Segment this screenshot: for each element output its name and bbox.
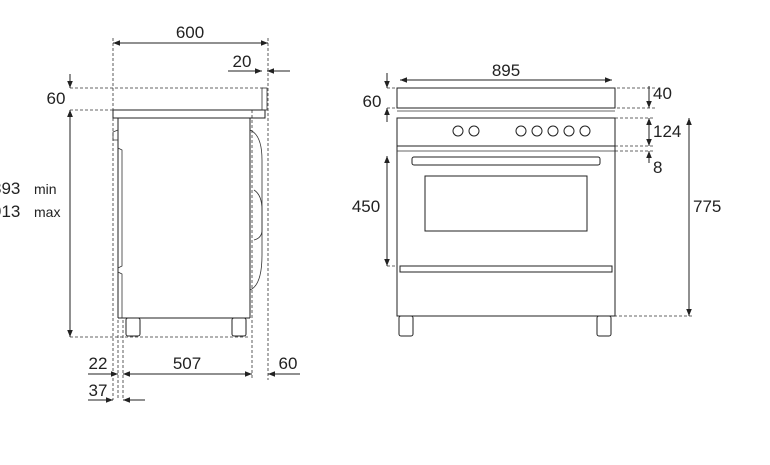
knob-icon xyxy=(452,125,464,137)
dim-front-total-height: 775 xyxy=(693,197,721,216)
svg-text:max: max xyxy=(34,204,60,220)
dim-side-depth: 507 xyxy=(173,354,201,373)
dim-side-rear-clearance: 60 xyxy=(279,354,298,373)
dim-side-width: 600 xyxy=(176,23,204,42)
oven-window xyxy=(424,175,588,232)
front-view: 895 60 40 124 8 450 775 xyxy=(352,61,721,337)
side-view: 600 20 60 893 min 913 max 22 507 60 37 xyxy=(0,23,300,403)
dim-front-top-height: 60 xyxy=(363,92,382,111)
dim-side-height-min: 893 min xyxy=(0,179,57,198)
svg-text:min: min xyxy=(34,181,57,197)
dim-side-foot-front: 22 xyxy=(89,354,108,373)
dim-side-foot-back: 37 xyxy=(89,381,108,400)
knob-icon xyxy=(563,125,575,137)
dim-front-oven-height: 450 xyxy=(352,197,380,216)
knob-icon xyxy=(515,125,527,137)
knob-icon xyxy=(531,125,543,137)
dim-side-rear-gap: 20 xyxy=(233,52,252,71)
drawer-rail xyxy=(399,265,613,273)
dim-front-width: 895 xyxy=(492,61,520,80)
dim-front-control-band: 124 xyxy=(653,122,681,141)
knob-icon xyxy=(579,125,591,137)
dim-side-top-height: 60 xyxy=(47,89,66,108)
side-body xyxy=(112,87,268,337)
dim-front-gap: 8 xyxy=(653,158,662,177)
svg-text:913: 913 xyxy=(0,202,20,221)
dim-front-backguard: 40 xyxy=(653,84,672,103)
knob-icon xyxy=(468,125,480,137)
knob-icon xyxy=(547,125,559,137)
front-body xyxy=(396,87,616,337)
oven-handle xyxy=(411,156,601,166)
dim-side-height-max: 913 max xyxy=(0,202,60,221)
svg-text:893: 893 xyxy=(0,179,20,198)
